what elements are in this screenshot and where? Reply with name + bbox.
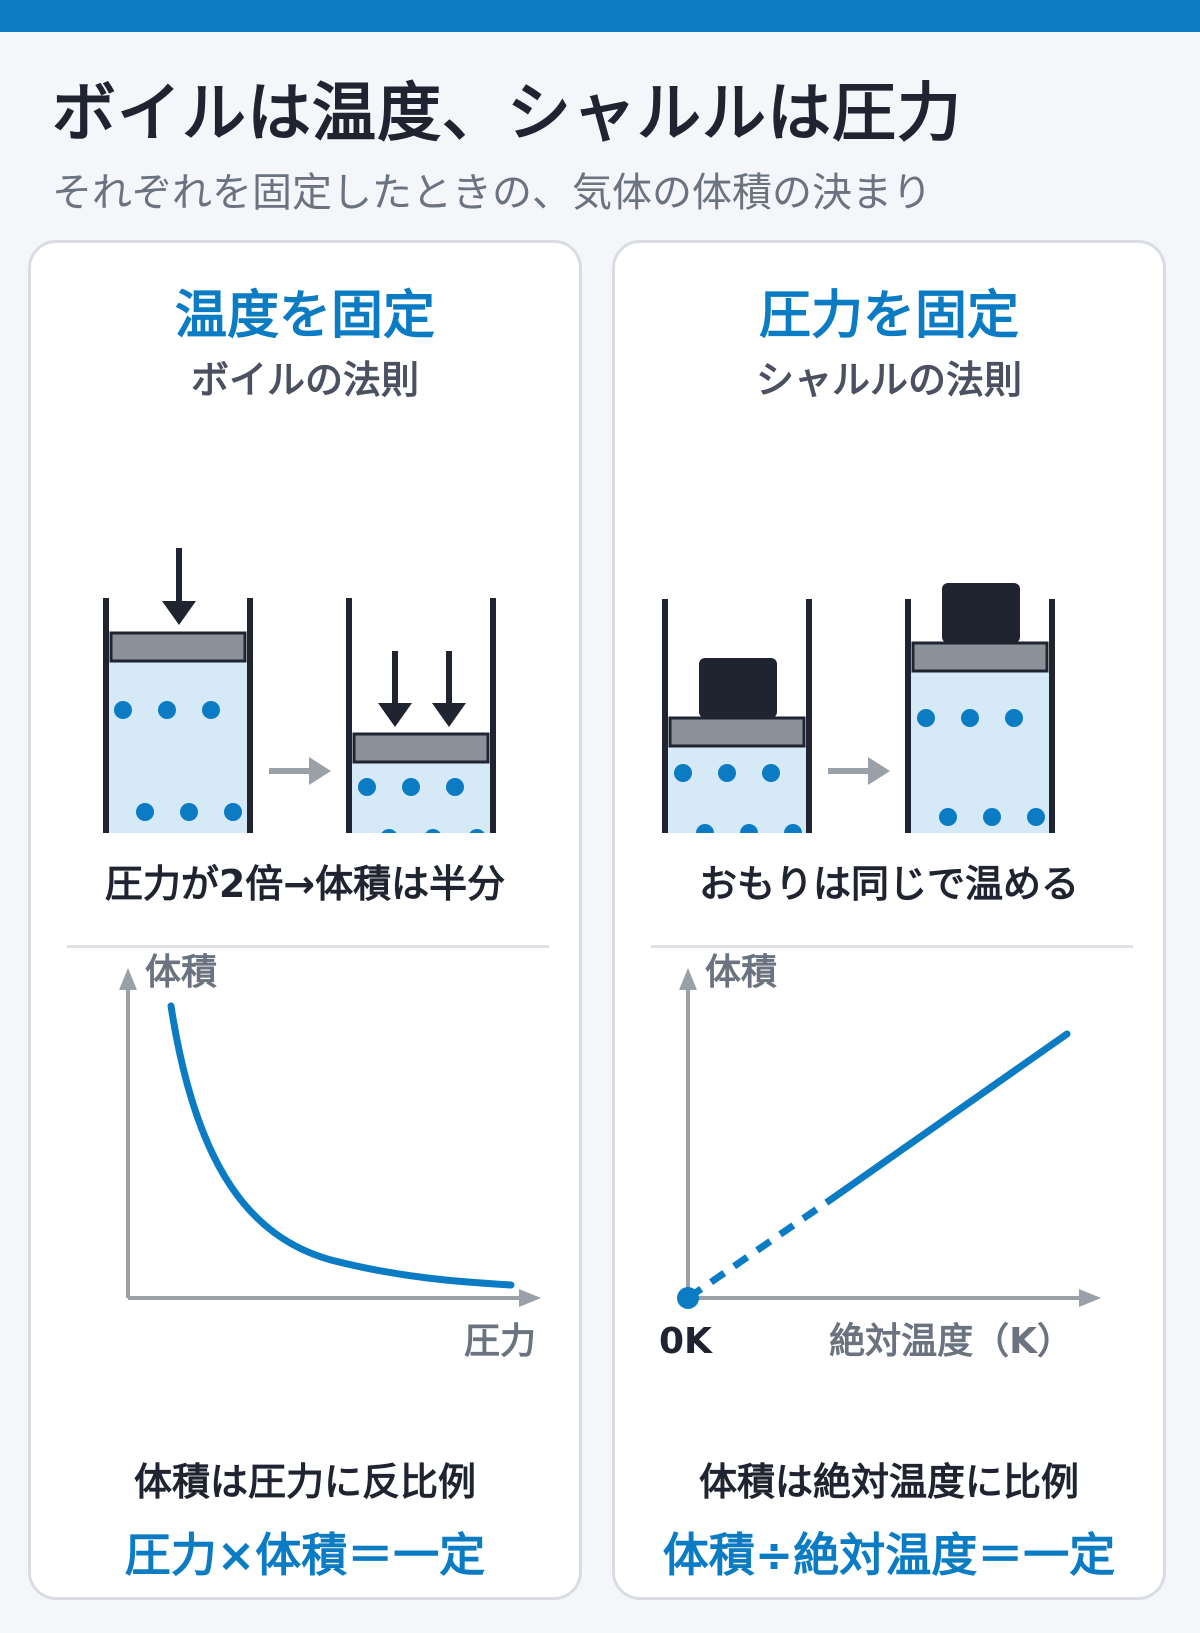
y-axis xyxy=(119,968,137,1298)
x-axis xyxy=(688,1289,1101,1307)
origin-label: 0K xyxy=(659,1321,713,1362)
right-arrow-icon xyxy=(269,757,331,785)
page-subtitle: それぞれを固定したときの、気体の体積の決まり xyxy=(52,170,932,216)
gas-volume xyxy=(908,671,1052,833)
weight-icon xyxy=(942,583,1020,643)
gas-particles xyxy=(674,764,802,833)
y-axis-label: 体積 xyxy=(145,952,217,993)
charles-caption: おもりは同じで温める xyxy=(698,862,1079,906)
boyle-panel: 温度を固定 ボイルの法則 xyxy=(28,240,582,1600)
boyle-panel-title: 温度を固定 xyxy=(174,286,435,346)
container-walls xyxy=(662,599,812,833)
down-arrow-icon xyxy=(432,651,466,727)
x-axis xyxy=(128,1289,541,1307)
cylinder-before xyxy=(662,599,812,833)
cylinder-after xyxy=(905,583,1055,833)
boyle-illustration xyxy=(103,548,496,833)
charles-graph: 体積 絶対温度（K） 0K xyxy=(659,952,1101,1362)
cylinder-before xyxy=(103,548,253,833)
charles-formula: 体積÷絶対温度＝一定 xyxy=(662,1528,1116,1582)
y-axis xyxy=(679,968,697,1298)
extrapolated-line xyxy=(686,1195,835,1301)
divider xyxy=(67,945,549,948)
cylinder-after xyxy=(346,598,496,833)
gas-volume xyxy=(106,661,250,833)
piston xyxy=(668,716,806,748)
charles-panel: 圧力を固定 シャルルの法則 xyxy=(612,240,1166,1600)
boyle-caption: 圧力が2倍→体積は半分 xyxy=(104,862,506,906)
charles-illustration xyxy=(662,583,1055,833)
container-walls xyxy=(103,598,253,833)
top-accent-bar xyxy=(0,0,1200,32)
divider xyxy=(651,945,1133,948)
boyle-graph: 体積 圧力 xyxy=(119,952,541,1362)
down-arrow-icon xyxy=(378,651,412,727)
piston xyxy=(911,641,1049,673)
inverse-curve xyxy=(167,1002,515,1289)
proportional-line xyxy=(829,1030,1071,1202)
container-walls xyxy=(346,598,496,833)
gas-particles xyxy=(917,709,1045,826)
x-axis-label: 絶対温度（K） xyxy=(829,1320,1073,1362)
charles-panel-title: 圧力を固定 xyxy=(758,286,1019,346)
piston xyxy=(352,732,490,764)
gas-volume xyxy=(349,761,493,833)
boyle-conclusion: 体積は圧力に反比例 xyxy=(133,1460,476,1504)
gas-volume xyxy=(665,746,809,833)
gas-particles xyxy=(358,778,485,833)
origin-point xyxy=(677,1287,699,1309)
gas-particles xyxy=(114,701,242,821)
page-title: ボイルは温度、シャルルは圧力 xyxy=(52,77,962,151)
boyle-formula: 圧力×体積＝一定 xyxy=(124,1528,486,1582)
charles-law-name: シャルルの法則 xyxy=(755,358,1022,402)
charles-conclusion: 体積は絶対温度に比例 xyxy=(698,1460,1079,1504)
down-arrow-icon xyxy=(162,548,196,625)
boyle-law-name: ボイルの法則 xyxy=(190,358,419,402)
piston xyxy=(109,631,247,663)
x-axis-label: 圧力 xyxy=(464,1321,536,1362)
y-axis-label: 体積 xyxy=(705,952,777,993)
right-arrow-icon xyxy=(828,757,890,785)
container-walls xyxy=(905,599,1055,833)
weight-icon xyxy=(699,658,777,718)
